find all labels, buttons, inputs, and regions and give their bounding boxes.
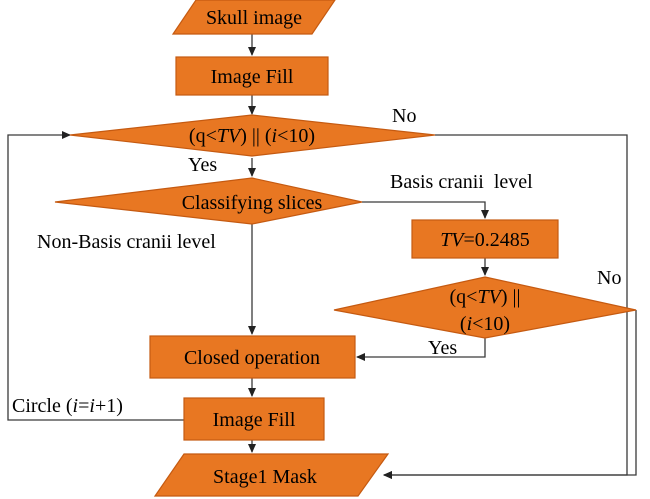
connectors [7, 34, 637, 479]
process-shape [175, 56, 329, 96]
node-label: Skull image [206, 7, 302, 29]
label-circle: Circle (i=i+1) [12, 395, 123, 417]
node-skull-image: Skull image [171, 0, 336, 35]
label-basis-cranii: Basis cranii level [390, 171, 533, 193]
node-label: (i<10) [460, 313, 510, 335]
process-shape [411, 219, 559, 259]
node-image-fill-1: Image Fill [175, 56, 329, 96]
edge-labels: No Yes Basis cranii level Non-Basis cran… [12, 105, 621, 417]
edge-circle-loop [7, 131, 184, 421]
edge-decision2-no [383, 310, 637, 479]
edge-classifying-to-tv [362, 201, 489, 219]
node-closed-operation: Closed operation [149, 335, 356, 379]
node-label: Stage1 Mask [213, 466, 317, 488]
label-non-basis-cranii: Non-Basis cranii level [37, 231, 216, 253]
decision-shape [333, 276, 637, 339]
node-decision-1: (q<TV) || (i<10) [69, 114, 436, 157]
node-classifying-slices: Classifying slices [54, 177, 363, 225]
parallelogram-shape [171, 0, 336, 35]
decision-shape [69, 114, 436, 157]
label-no-top: No [392, 105, 416, 127]
label-no-right: No [597, 267, 621, 289]
node-label: (q<TV) || (i<10) [189, 125, 315, 147]
node-image-fill-2: Image Fill [183, 397, 325, 441]
label-yes-bottom: Yes [428, 337, 457, 359]
label-yes-top: Yes [188, 154, 217, 176]
node-label: (q<TV) || [450, 286, 521, 308]
node-label: Closed operation [184, 347, 320, 369]
node-decision-2: (q<TV) || (i<10) [333, 276, 637, 339]
process-shape [183, 397, 325, 441]
decision-shape [54, 177, 363, 225]
edge-decision2-yes [356, 338, 486, 361]
process-shape [149, 335, 356, 379]
node-stage1-mask: Stage1 Mask [153, 453, 390, 497]
node-label: Classifying slices [182, 192, 323, 214]
node-label: Image Fill [213, 409, 296, 431]
node-label: Image Fill [211, 66, 294, 88]
node-label: TV=0.2485 [440, 229, 530, 251]
node-tv-value: TV=0.2485 [411, 219, 559, 259]
parallelogram-shape [153, 453, 390, 497]
